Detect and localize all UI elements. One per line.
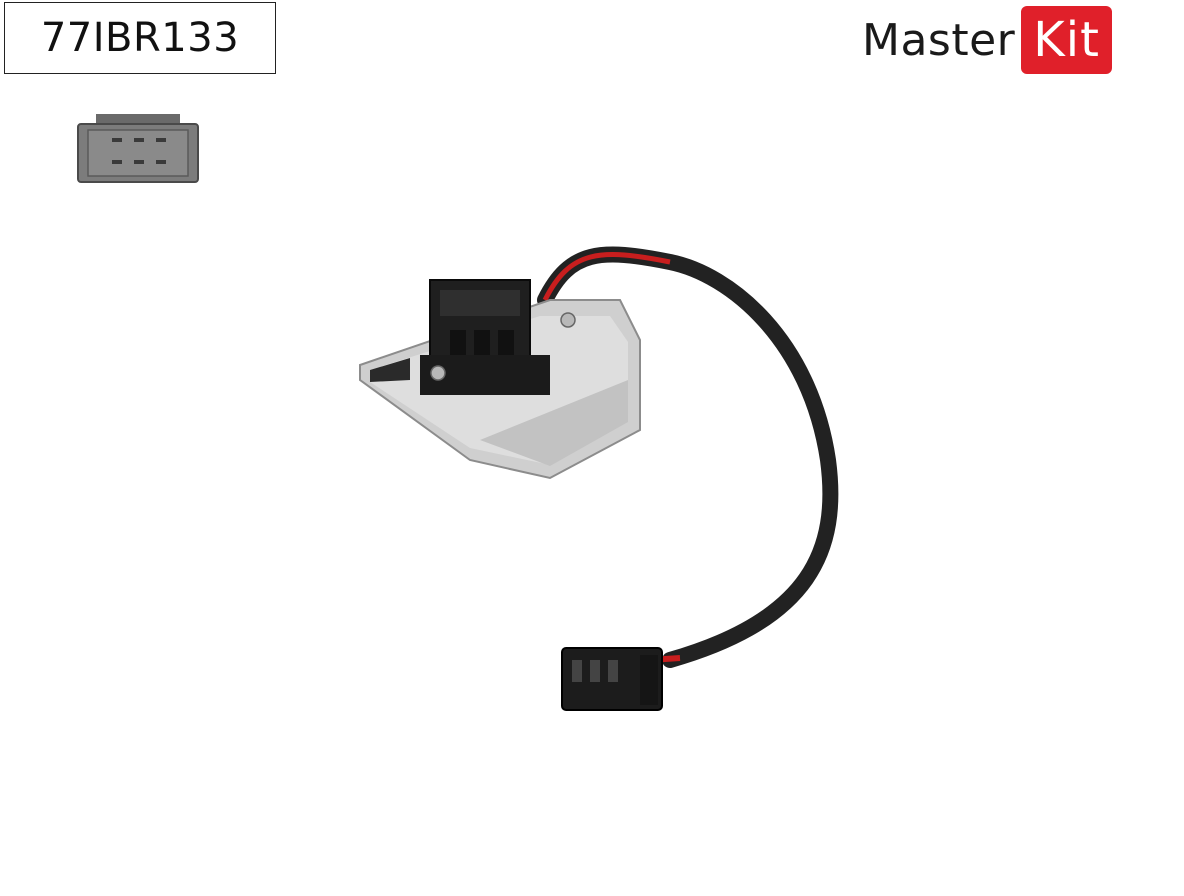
brand-kit-text: Kit xyxy=(1033,12,1100,68)
part-code-box: 77IBR133 xyxy=(4,2,276,74)
blower-resistor-product-photo xyxy=(359,246,839,711)
brand-master-text: Master xyxy=(862,14,1016,66)
brand-kit-badge: Kit xyxy=(1021,6,1112,74)
connector-pinout-icon xyxy=(77,114,199,183)
brand-logo: Master Kit xyxy=(862,4,1112,76)
part-code: 77IBR133 xyxy=(40,15,240,61)
